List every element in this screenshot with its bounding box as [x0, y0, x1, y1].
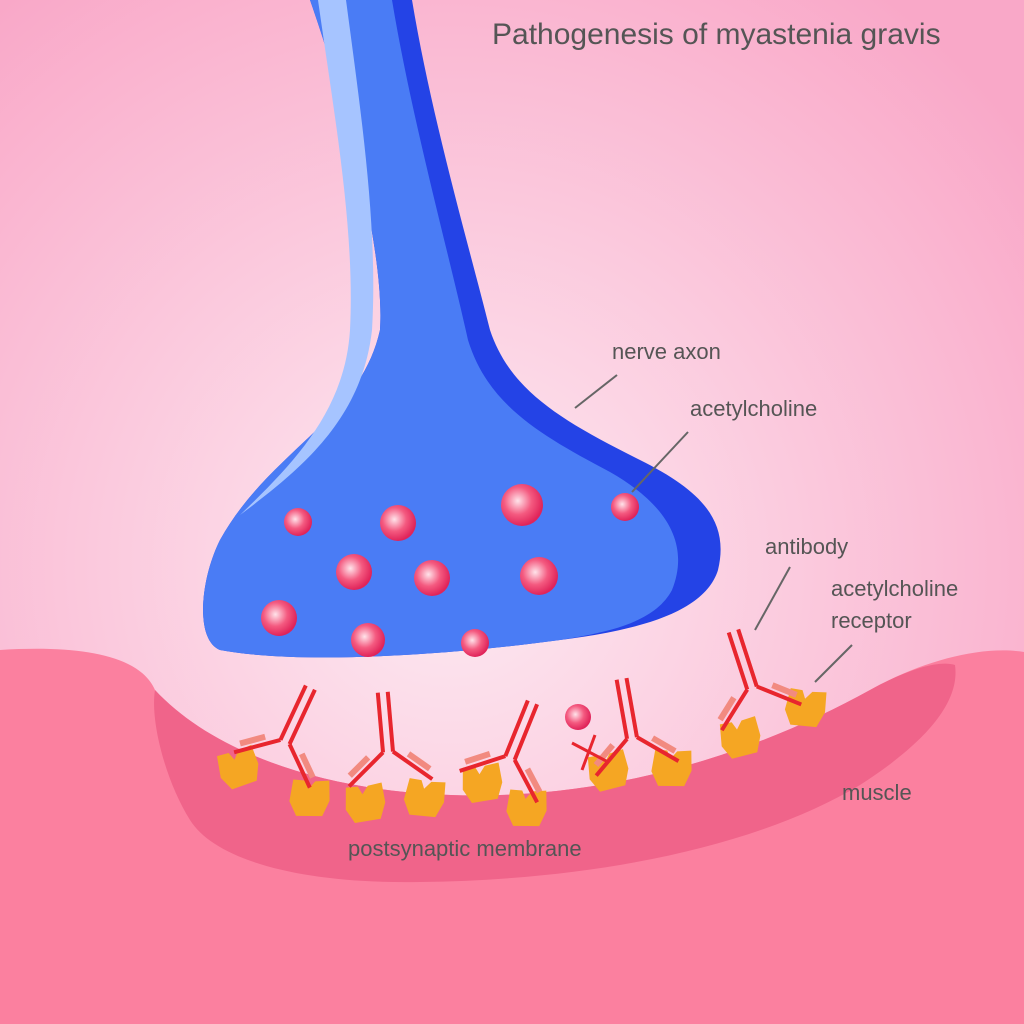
acetylcholine-receptor	[403, 778, 446, 818]
antibody	[717, 628, 803, 732]
acetylcholine-vesicle	[261, 600, 297, 636]
nerve-axon	[203, 0, 721, 658]
acetylcholine-vesicle	[461, 629, 489, 657]
acetylcholine-vesicle	[501, 484, 543, 526]
label-antibody: antibody	[765, 534, 848, 559]
acetylcholine-vesicle	[414, 560, 450, 596]
antibody	[459, 699, 543, 804]
acetylcholine-receptor	[216, 744, 259, 790]
acetylcholine-vesicle	[565, 704, 591, 730]
acetylcholine-receptor	[345, 782, 386, 823]
leader-antibody	[754, 566, 791, 631]
acetylcholine-vesicle	[611, 493, 639, 521]
antibody	[347, 691, 434, 788]
leader-receptor	[814, 644, 853, 683]
label-muscle: muscle	[842, 780, 912, 805]
acetylcholine-receptor	[784, 688, 827, 728]
antibody	[593, 677, 680, 777]
label-postsynaptic-membrane: postsynaptic membrane	[348, 836, 582, 861]
axon-highlight	[240, 0, 374, 515]
acetylcholine-vesicle	[351, 623, 385, 657]
antibody	[233, 684, 317, 789]
leader-nerve-axon	[574, 374, 618, 409]
acetylcholine-vesicle	[380, 505, 416, 541]
label-acetylcholine: acetylcholine	[690, 396, 817, 421]
acetylcholine-receptor	[462, 762, 503, 803]
acetylcholine-receptor	[651, 749, 692, 787]
acetylcholine-receptor	[289, 779, 330, 817]
acetylcholine-vesicle	[520, 557, 558, 595]
label-receptor-line1: acetylcholine	[831, 576, 958, 601]
leader-acetylcholine	[631, 431, 689, 493]
acetylcholine-receptor	[719, 716, 761, 759]
receptors-and-antibodies	[216, 628, 827, 827]
blocked-binding-x-icon	[571, 734, 609, 771]
acetylcholine-vesicle	[284, 508, 312, 536]
label-receptor-line2: receptor	[831, 608, 912, 633]
label-nerve-axon: nerve axon	[612, 339, 721, 364]
postsynaptic-membrane-band	[154, 663, 956, 883]
diagram-title: Pathogenesis of myastenia gravis	[492, 18, 941, 51]
acetylcholine-vesicles	[261, 484, 639, 730]
acetylcholine-vesicle	[336, 554, 372, 590]
